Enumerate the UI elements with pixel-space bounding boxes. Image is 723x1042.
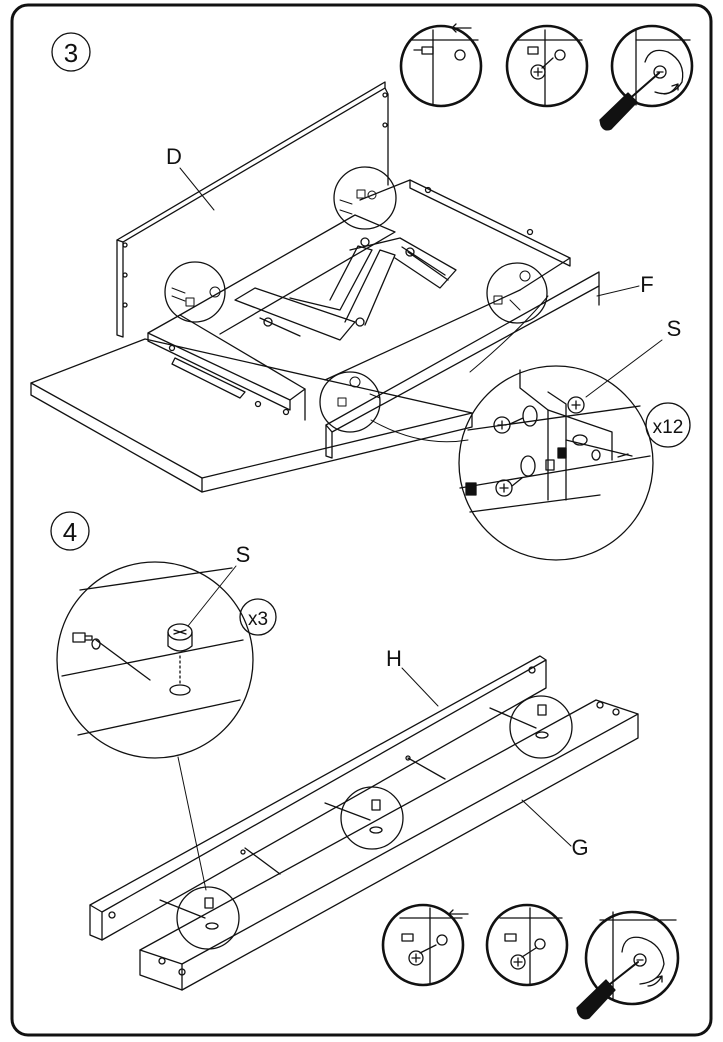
back-panel-d (116, 81, 389, 338)
cam-lock-icon (493, 416, 524, 434)
zoom-point-rail-3 (489, 695, 573, 759)
detail-tighten-screwdriver (576, 910, 680, 1020)
quantity-text: x3 (248, 609, 268, 630)
detail-insert-cam (505, 24, 589, 108)
zoom-point-1 (333, 166, 397, 230)
rotate-arrow-icon (663, 83, 679, 95)
part-label-f: F (640, 272, 653, 297)
cam-lock-icon (567, 396, 585, 414)
detail-insert-dowel (399, 23, 483, 108)
dowel-icon (72, 632, 151, 681)
page-border (10, 3, 713, 1037)
step-3-enlarged-detail (458, 365, 654, 561)
part-label-d: D (166, 144, 182, 169)
inner-frame (147, 179, 571, 421)
cam-fittings-small (171, 189, 531, 407)
step-4-section: 4 S x3 (50, 511, 680, 1020)
screwdriver-icon (576, 961, 639, 1020)
part-label-h: H (386, 646, 402, 671)
zoom-point-4 (319, 371, 381, 433)
cam-lock-icon (495, 477, 523, 497)
step-3-cam-lock-sequence (399, 23, 694, 131)
part-label-s: S (667, 316, 682, 341)
cam-lock-icon (408, 950, 424, 966)
step-4-cam-lock-sequence (381, 903, 680, 1020)
step-4-enlarged-detail (56, 561, 254, 759)
quantity-badge: x12 (645, 402, 691, 448)
zoom-point-3 (486, 262, 548, 324)
detail-tighten-screwdriver (599, 24, 694, 131)
side-panel-f (325, 271, 600, 459)
cam-lock-icon (530, 64, 546, 80)
quantity-badge: x3 (239, 598, 277, 636)
part-label-g: G (571, 835, 588, 860)
part-label-s: S (236, 542, 251, 567)
step-3-section: 3 (30, 23, 694, 561)
detail-insert-dowel (381, 903, 469, 987)
rotate-arrow-icon (647, 975, 663, 987)
rail-h (89, 655, 547, 941)
step-4-badge: 4 (50, 511, 90, 551)
screwdriver-icon (599, 72, 660, 131)
step-3-badge: 3 (51, 32, 91, 72)
rail-g (139, 699, 639, 991)
step-3-number: 3 (64, 38, 78, 68)
arrow-left-icon (451, 23, 472, 33)
zoom-point-rail-1 (159, 886, 240, 950)
quantity-text: x12 (653, 417, 684, 438)
zoom-point-2 (164, 261, 226, 323)
step-4-number: 4 (63, 517, 77, 547)
lift-mechanism (171, 237, 457, 399)
arrow-left-icon (448, 909, 469, 919)
zoom-point-rail-2 (324, 786, 404, 850)
cam-lock-icon (167, 623, 193, 652)
bottom-board (30, 338, 473, 493)
cam-lock-icon (510, 954, 526, 970)
detail-insert-cam (485, 903, 569, 987)
